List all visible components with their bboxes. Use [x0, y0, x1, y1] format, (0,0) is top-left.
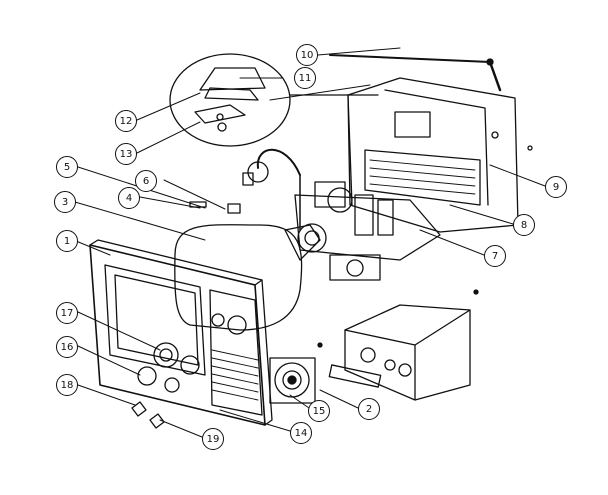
callout-16: 16 — [56, 336, 78, 358]
callout-14: 14 — [290, 422, 312, 444]
callout-12: 12 — [115, 110, 137, 132]
callout-17: 17 — [56, 302, 78, 324]
speaker — [269, 357, 316, 404]
detail-inset — [169, 53, 379, 147]
callout-6: 6 — [135, 170, 157, 192]
control-knobs — [131, 401, 165, 429]
callout-1: 1 — [56, 230, 78, 252]
callout-2: 2 — [358, 398, 380, 420]
callout-10: 10 — [296, 44, 318, 66]
callout-19: 19 — [202, 428, 224, 450]
callout-13: 13 — [115, 143, 137, 165]
picture-tube — [174, 223, 327, 331]
callout-7: 7 — [484, 245, 506, 267]
callout-5: 5 — [56, 156, 78, 178]
callout-8: 8 — [513, 214, 535, 236]
callout-3: 3 — [54, 191, 76, 213]
callout-18: 18 — [56, 374, 78, 396]
rear-cabinet — [347, 77, 533, 233]
tuner-chassis — [317, 289, 479, 401]
callout-9: 9 — [545, 176, 567, 198]
flex-cable — [247, 148, 301, 231]
antenna — [329, 54, 502, 92]
callout-4: 4 — [118, 187, 140, 209]
callout-15: 15 — [308, 400, 330, 422]
callout-11: 11 — [294, 67, 316, 89]
small-parts — [189, 172, 254, 214]
chassis-board — [294, 181, 441, 281]
front-cabinet — [89, 239, 273, 426]
